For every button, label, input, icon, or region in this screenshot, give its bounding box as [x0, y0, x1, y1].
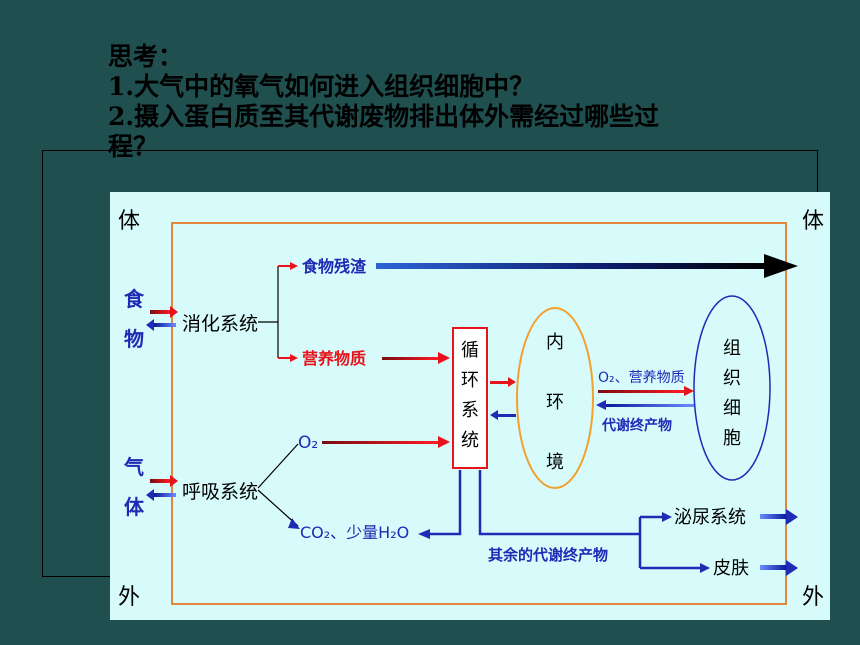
nutrients-arrowhead: [438, 352, 450, 364]
residue-branch-arrowhead: [290, 262, 298, 270]
gas-in-arrowhead: [170, 475, 178, 487]
circulatory-char-4: 统: [461, 430, 479, 451]
o2-nutrients-label: O₂、营养物质: [598, 370, 685, 386]
env-to-cells-arrowhead: [684, 386, 694, 396]
internal-environment-ellipse: [516, 307, 594, 489]
body-exchange-diagram: 体 体 外 外 食 物 气 体 消化系统 呼吸系统 食物残渣: [110, 192, 830, 620]
food-in-arrow-shaft: [150, 310, 170, 314]
question-text: 思考： 1.大气中的氧气如何进入组织细胞中？ 2.摄入蛋白质至其代谢废物排出体外…: [108, 42, 798, 162]
to-skin-arrowhead: [700, 563, 710, 573]
cells-to-env-arrowhead: [596, 400, 606, 410]
env-char-1: 内: [546, 332, 564, 353]
gas-in-arrow-shaft: [150, 479, 170, 483]
nutrients-branch-arrowhead: [290, 354, 298, 362]
tissue-cells-ellipse: [693, 295, 771, 481]
cells-char-4: 胞: [723, 428, 741, 449]
cells-char-3: 细: [723, 398, 741, 419]
env-to-cells-shaft: [598, 390, 684, 393]
gas-label-char-1: 气: [123, 455, 144, 479]
nutrients-arrow-shaft: [382, 357, 438, 360]
skin-label: 皮肤: [713, 558, 749, 579]
circulatory-system-label: 循 环 系 统: [461, 340, 485, 451]
env-char-2: 环: [546, 392, 564, 413]
residue-arrow-shaft: [376, 263, 766, 269]
circ-to-env-arrowhead: [508, 377, 516, 387]
urinary-out-arrowhead: [786, 509, 798, 525]
food-label-char-1: 食: [124, 287, 145, 311]
food-in-arrowhead: [170, 306, 178, 318]
cells-char-1: 组: [723, 338, 741, 359]
circulatory-system-box: [452, 327, 488, 469]
co2-water-output-line: [430, 470, 462, 536]
to-urinary-arrowhead: [662, 512, 672, 522]
o2-arrowhead: [438, 436, 450, 448]
skin-out-arrowhead: [786, 560, 798, 576]
question-1: 1.大气中的氧气如何进入组织细胞中？: [108, 72, 535, 101]
body-boundary: [171, 222, 787, 605]
food-out-arrowhead: [146, 319, 154, 331]
corner-label-bottom-right: 外: [802, 585, 824, 610]
o2-label: O₂: [298, 433, 318, 453]
gas-out-arrow-shaft: [154, 493, 176, 497]
co2-water-output-arrowhead: [418, 529, 430, 539]
circulatory-char-2: 环: [461, 370, 479, 391]
co2-arrowhead: [288, 518, 300, 529]
circulatory-char-1: 循: [461, 340, 479, 361]
co2-water-label: CO₂、少量H₂O: [300, 523, 409, 542]
corner-label-top-left: 体: [118, 209, 140, 234]
metabolic-waste-label: 代谢终产物: [601, 417, 672, 434]
metabolic-waste-output-line: [478, 470, 640, 536]
internal-environment-label: 内 环 境: [546, 332, 570, 473]
food-out-arrow-shaft: [154, 323, 176, 327]
question-heading: 思考：: [108, 42, 184, 71]
food-label-char-2: 物: [124, 327, 144, 351]
env-char-3: 境: [546, 452, 564, 473]
gas-label-char-2: 体: [124, 495, 145, 519]
diagram-canvas: 体 体 外 外 食 物 气 体 消化系统 呼吸系统 食物残渣: [118, 209, 824, 610]
corner-label-top-right: 体: [802, 209, 824, 234]
residue-arrowhead: [764, 254, 798, 278]
env-to-circ-shaft: [498, 414, 516, 417]
nutrients-label: 营养物质: [302, 349, 366, 368]
corner-label-bottom-left: 外: [118, 585, 140, 610]
circ-to-env-shaft: [490, 381, 508, 384]
gas-out-arrowhead: [146, 489, 154, 501]
question-2-line-1: 2.摄入蛋白质至其代谢废物排出体外需经过哪些过: [108, 102, 660, 131]
question-2-line-2: 程？: [108, 132, 159, 161]
respiratory-branch-up: [257, 443, 299, 489]
cells-to-env-shaft: [606, 404, 694, 407]
skin-out-shaft: [760, 565, 786, 570]
cells-char-2: 织: [723, 368, 741, 389]
urinary-system-label: 泌尿系统: [674, 507, 746, 528]
other-metabolic-waste-label: 其余的代谢终产物: [488, 546, 608, 564]
food-label: 食 物: [124, 287, 151, 351]
respiratory-system-label: 呼吸系统: [182, 481, 258, 503]
env-to-circ-arrowhead: [490, 410, 498, 420]
urinary-out-shaft: [760, 514, 786, 519]
circulatory-char-3: 系: [461, 400, 479, 421]
o2-arrow-shaft: [322, 441, 438, 444]
gas-label: 气 体: [123, 455, 151, 519]
digestive-system-label: 消化系统: [182, 313, 258, 335]
tissue-cells-label: 组 织 细 胞: [723, 338, 747, 449]
food-residue-label: 食物残渣: [301, 257, 367, 276]
